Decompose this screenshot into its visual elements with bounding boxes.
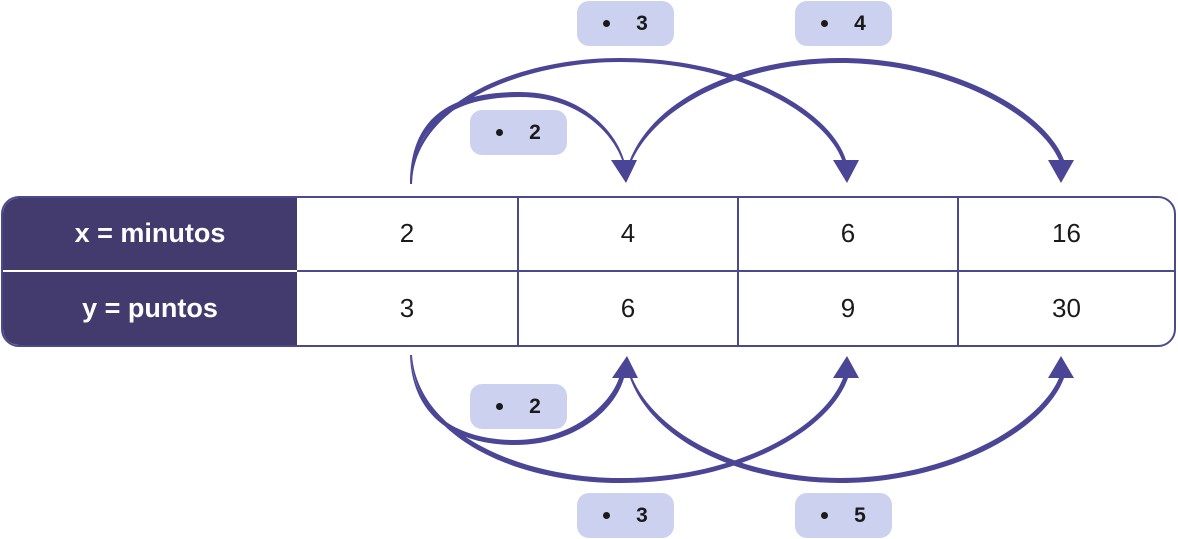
badge-value: 3 [636,503,648,527]
table-cell: 30 [957,271,1174,345]
badge-top-multiply-3: 3 [577,1,674,46]
row-header-x: x = minutos [3,198,297,272]
arrowhead-bottom-9 [833,356,859,378]
badge-top-multiply-2: 2 [470,110,567,155]
multiply-dot-icon [496,129,504,136]
arrow-top-4-to-16 [628,58,1064,165]
badge-value: 4 [854,11,866,35]
badge-value: 5 [854,503,866,527]
table-cell: 6 [737,198,957,272]
multiply-dot-icon [603,512,611,519]
badge-value: 2 [529,120,541,144]
badge-value: 3 [636,11,648,35]
value-table: x = minutos 2 4 6 16 y = puntos 3 6 9 30 [1,196,1176,347]
multiply-dot-icon [496,403,504,410]
arrowhead-top-16 [1048,160,1074,183]
arrow-bottom-6-to-30 [629,375,1064,483]
badge-bottom-multiply-3: 3 [577,493,674,538]
table-cell: 2 [297,198,517,272]
table-cell: 16 [957,198,1174,272]
arrowhead-bottom-6 [612,356,638,378]
table-cell: 9 [737,271,957,345]
badge-bottom-multiply-2: 2 [470,384,567,429]
table-cell: 3 [399,292,415,323]
badge-top-multiply-4: 4 [795,1,892,46]
arrowhead-top-6 [833,160,859,183]
multiply-dot-icon [821,512,829,519]
badge-bottom-multiply-5: 5 [795,493,892,538]
table-cell: 4 [517,198,737,272]
arrowhead-bottom-30 [1048,356,1074,378]
multiply-dot-icon [821,20,829,27]
badge-value: 2 [529,394,541,418]
arrowhead-top-4 [611,160,637,183]
multiply-dot-icon [603,20,611,27]
row-header-y: y = puntos [3,271,297,345]
table-cell: 6 [517,271,737,345]
